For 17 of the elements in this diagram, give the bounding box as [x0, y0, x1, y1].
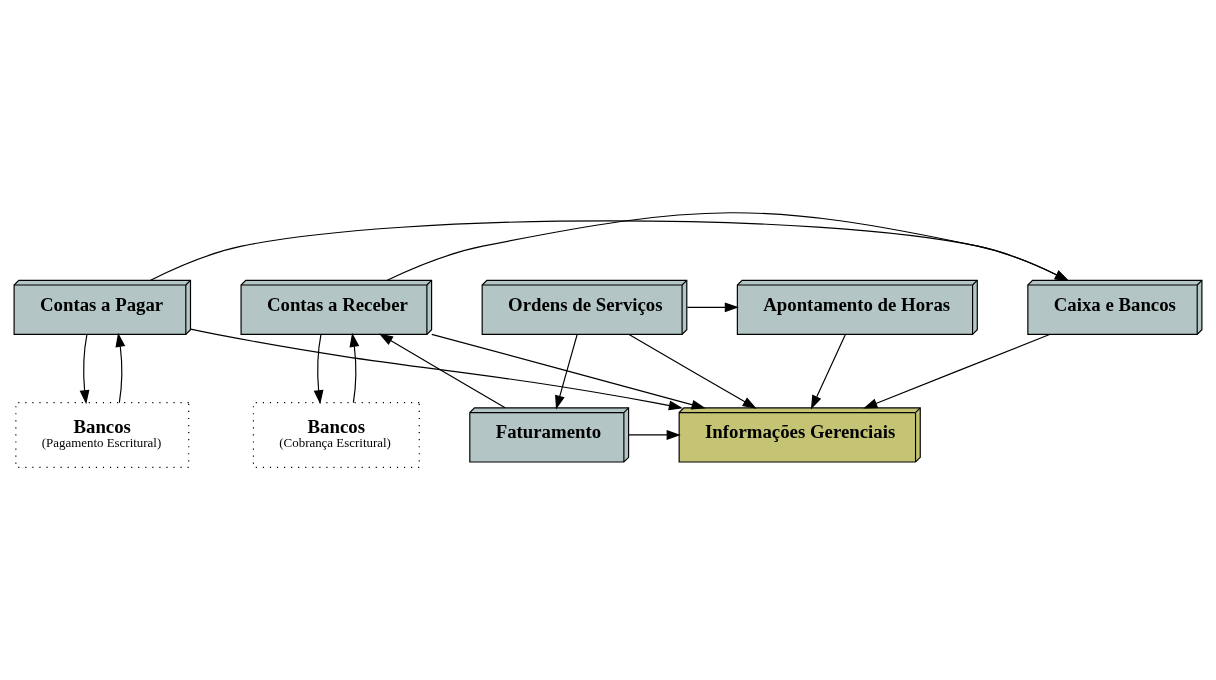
arrow	[115, 332, 126, 404]
node-box: Bancos (Pagamento Escritural)	[15, 402, 190, 468]
arrow	[190, 328, 683, 411]
arrow	[313, 333, 324, 405]
arrow	[150, 220, 1069, 282]
arrow	[431, 333, 706, 410]
arrow	[628, 430, 681, 440]
arrow	[863, 333, 1051, 409]
arrow	[686, 302, 739, 313]
arrow	[628, 333, 757, 409]
arrow	[349, 332, 360, 404]
arrow	[79, 333, 90, 405]
arrow	[555, 333, 578, 410]
arrow	[378, 333, 506, 409]
arrow	[386, 212, 1069, 282]
arrow	[810, 333, 846, 410]
node-box: Bancos (Cobrança Escritural)	[252, 402, 420, 468]
